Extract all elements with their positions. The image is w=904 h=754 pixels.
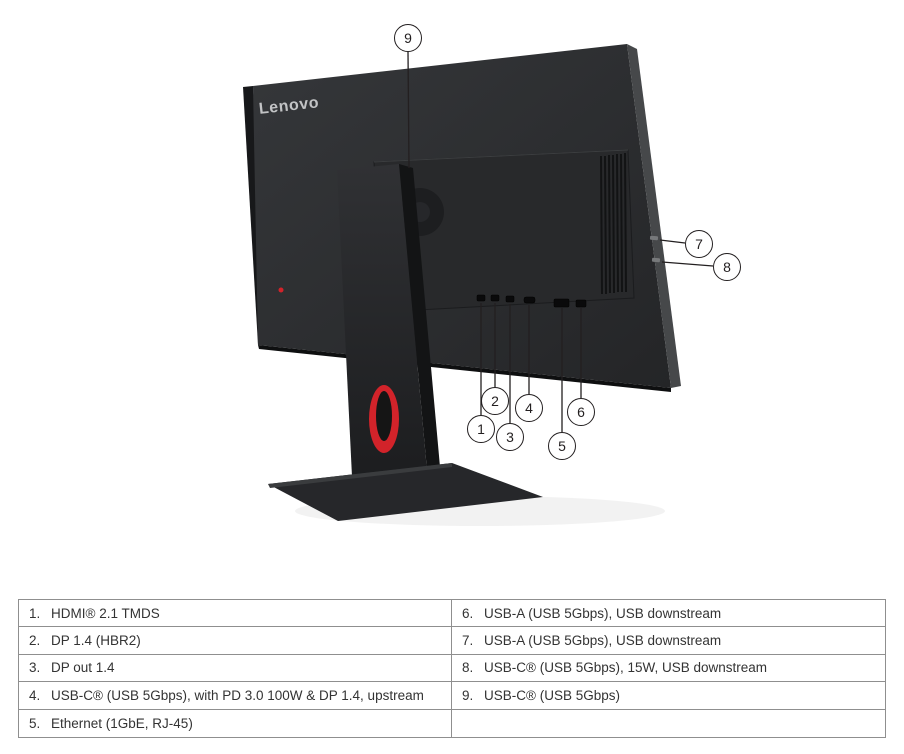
legend-num: 6. [462, 605, 474, 621]
stand-column-side [399, 164, 442, 492]
legend-cell-9: 9. USB-C® (USB 5Gbps) [452, 682, 885, 710]
legend-cell-8: 8. USB-C® (USB 5Gbps), 15W, USB downstre… [452, 655, 885, 683]
legend-num: 5. [29, 715, 41, 731]
callout-7: 7 [685, 230, 713, 258]
side-port-usb-a [649, 235, 659, 241]
port-dp-out [505, 295, 515, 303]
legend-label: DP 1.4 (HBR2) [51, 633, 141, 649]
legend-label: USB-C® (USB 5Gbps), 15W, USB downstream [484, 660, 768, 676]
legend-num: 9. [462, 687, 474, 703]
side-port-usb-c [651, 257, 661, 263]
legend-cell-5: 5. Ethernet (1GbE, RJ-45) [19, 709, 452, 737]
callout-8: 8 [713, 253, 741, 281]
port-hdmi [476, 294, 486, 302]
legend-label: USB-A (USB 5Gbps), USB downstream [484, 605, 722, 621]
legend-cell-2: 2. DP 1.4 (HBR2) [19, 627, 452, 655]
legend-label: USB-A (USB 5Gbps), USB downstream [484, 633, 722, 649]
legend-cell-7: 7. USB-A (USB 5Gbps), USB downstream [452, 627, 885, 655]
legend-cell-empty [452, 710, 885, 737]
legend-num: 7. [462, 633, 474, 649]
legend-num: 4. [29, 687, 41, 703]
port-ethernet [553, 298, 570, 308]
legend-num: 3. [29, 660, 41, 676]
stand-column [337, 164, 429, 497]
callout-1: 1 [467, 415, 495, 443]
vent-slots [600, 152, 627, 295]
legend-label: Ethernet (1GbE, RJ-45) [51, 715, 193, 731]
callout-3: 3 [496, 423, 524, 451]
legend-cell-6: 6. USB-A (USB 5Gbps), USB downstream [452, 600, 885, 628]
stand-base-highlight [268, 463, 452, 488]
port-legend-table: 1. HDMI® 2.1 TMDS 6. USB-A (USB 5Gbps), … [18, 599, 886, 738]
legend-label: HDMI® 2.1 TMDS [51, 605, 160, 621]
callout-6: 6 [567, 398, 595, 426]
legend-num: 2. [29, 633, 41, 649]
callout-9: 9 [394, 24, 422, 52]
legend-label: USB-C® (USB 5Gbps), with PD 3.0 100W & D… [51, 687, 424, 703]
legend-num: 1. [29, 605, 41, 621]
legend-cell-1: 1. HDMI® 2.1 TMDS [19, 600, 452, 628]
legend-cell-4: 4. USB-C® (USB 5Gbps), with PD 3.0 100W … [19, 682, 452, 710]
port-usb-a-down [575, 299, 587, 308]
power-led-dot [278, 287, 284, 293]
callout-2: 2 [481, 387, 509, 415]
cable-hole-opening [376, 391, 392, 441]
legend-cell-3: 3. DP out 1.4 [19, 654, 452, 683]
port-usb-c-upstream [523, 296, 536, 304]
port-dp-in [490, 294, 500, 302]
callout-5: 5 [548, 432, 576, 460]
legend-label: USB-C® (USB 5Gbps) [484, 687, 620, 703]
legend-num: 8. [462, 660, 474, 676]
panel-right-edge [627, 44, 681, 388]
legend-label: DP out 1.4 [51, 660, 115, 676]
bottom-ports [476, 294, 587, 308]
callout-4: 4 [515, 394, 543, 422]
recess-highlight [373, 149, 629, 163]
